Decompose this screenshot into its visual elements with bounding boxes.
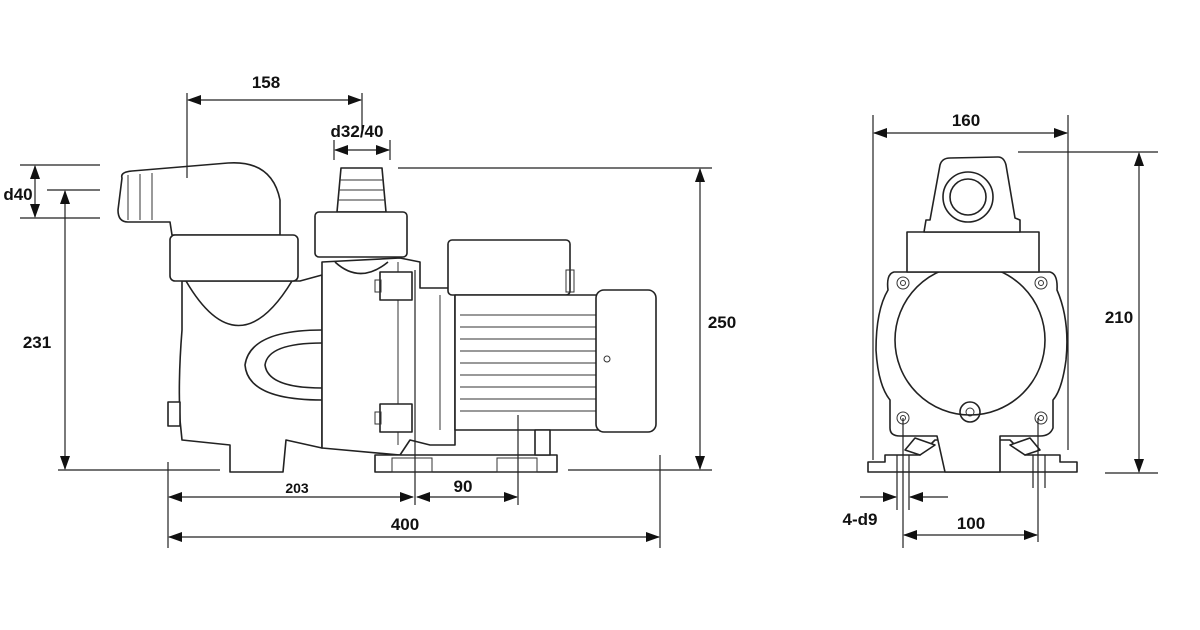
dim-label-inlet-diameter: d40 bbox=[3, 185, 32, 204]
dim-label-100: 100 bbox=[957, 514, 985, 533]
side-view: 158 d32/40 d40 231 250 203 90 400 bbox=[3, 73, 736, 548]
front-view-dimension-lines bbox=[860, 115, 1158, 548]
dim-label-231: 231 bbox=[23, 333, 51, 352]
dim-label-203: 203 bbox=[285, 480, 309, 496]
dim-label-210: 210 bbox=[1105, 308, 1133, 327]
bolt-icons bbox=[896, 276, 1048, 425]
dim-label-158: 158 bbox=[252, 73, 280, 92]
pump-front-outline bbox=[867, 156, 1078, 473]
dim-label-outlet-diameter: d32/40 bbox=[331, 122, 384, 141]
dim-label-160: 160 bbox=[952, 111, 980, 130]
dim-label-holes: 4-d9 bbox=[843, 510, 878, 529]
dim-label-400: 400 bbox=[391, 515, 419, 534]
front-view: 160 210 4-d9 100 bbox=[843, 111, 1158, 548]
dim-label-250: 250 bbox=[708, 313, 736, 332]
pump-side-outline bbox=[117, 162, 657, 473]
dim-label-90: 90 bbox=[454, 477, 473, 496]
side-view-dimension-lines bbox=[20, 93, 712, 548]
motor-fins bbox=[460, 314, 596, 412]
